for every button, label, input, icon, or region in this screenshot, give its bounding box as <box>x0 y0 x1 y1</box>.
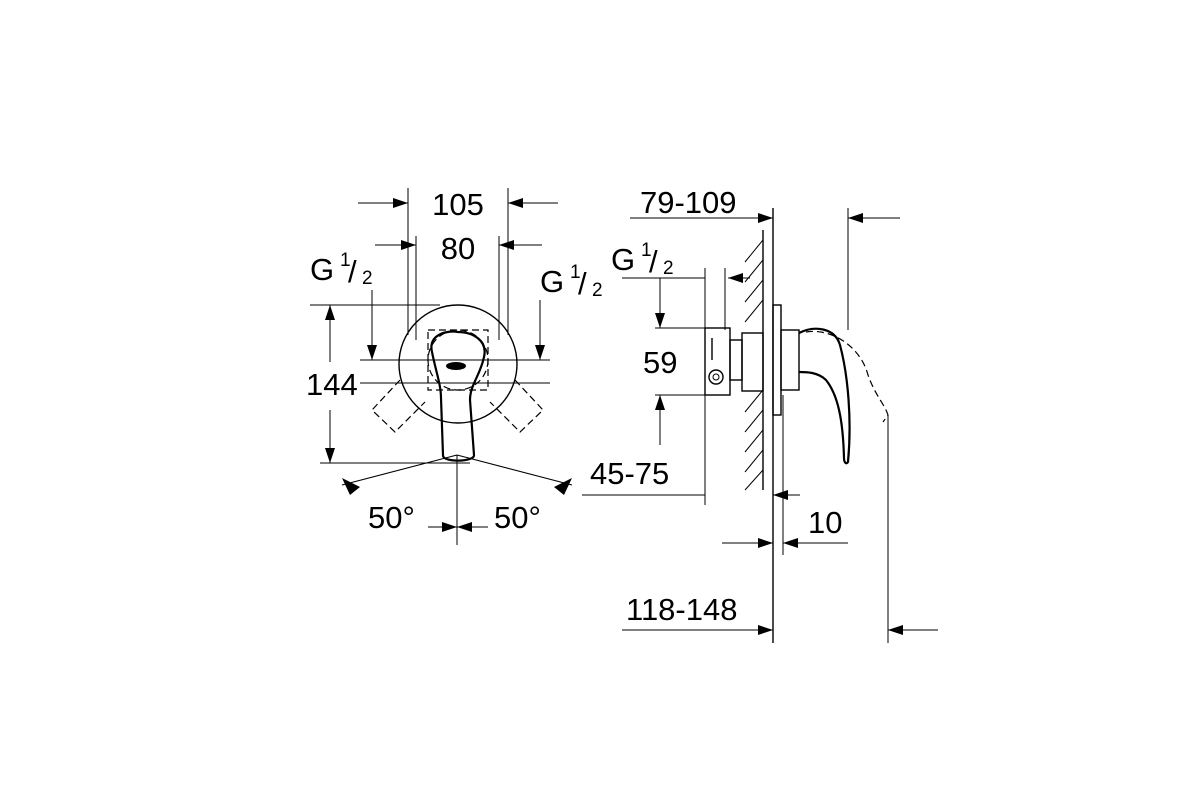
svg-text:2: 2 <box>663 258 674 279</box>
thread-left-label: G 1 / 2 <box>310 250 373 289</box>
svg-text:2: 2 <box>592 280 603 301</box>
svg-text:1: 1 <box>641 240 652 261</box>
svg-text:/: / <box>649 244 658 279</box>
svg-text:/: / <box>578 266 587 301</box>
side-view <box>582 208 938 643</box>
thread-side-label: G 1 / 2 <box>611 240 674 279</box>
svg-text:G: G <box>310 252 334 287</box>
dim-80: 80 <box>441 231 475 266</box>
dim-118-148: 118-148 <box>626 592 737 627</box>
dim-45-75: 45-75 <box>590 456 669 491</box>
svg-text:G: G <box>540 264 564 299</box>
dim-105: 105 <box>432 187 484 222</box>
angle-left: 50° <box>368 500 415 535</box>
dim-79-109: 79-109 <box>640 185 737 220</box>
wall-hatching <box>744 239 764 491</box>
svg-text:G: G <box>611 242 635 277</box>
svg-text:1: 1 <box>340 250 351 271</box>
thread-right-label: G 1 / 2 <box>540 262 603 301</box>
svg-text:2: 2 <box>362 268 373 289</box>
svg-text:/: / <box>348 254 357 289</box>
dim-144: 144 <box>306 367 358 402</box>
front-view <box>310 188 573 545</box>
dim-59: 59 <box>643 345 677 380</box>
svg-text:1: 1 <box>570 262 581 283</box>
dim-10: 10 <box>808 505 842 540</box>
angle-right: 50° <box>494 500 541 535</box>
